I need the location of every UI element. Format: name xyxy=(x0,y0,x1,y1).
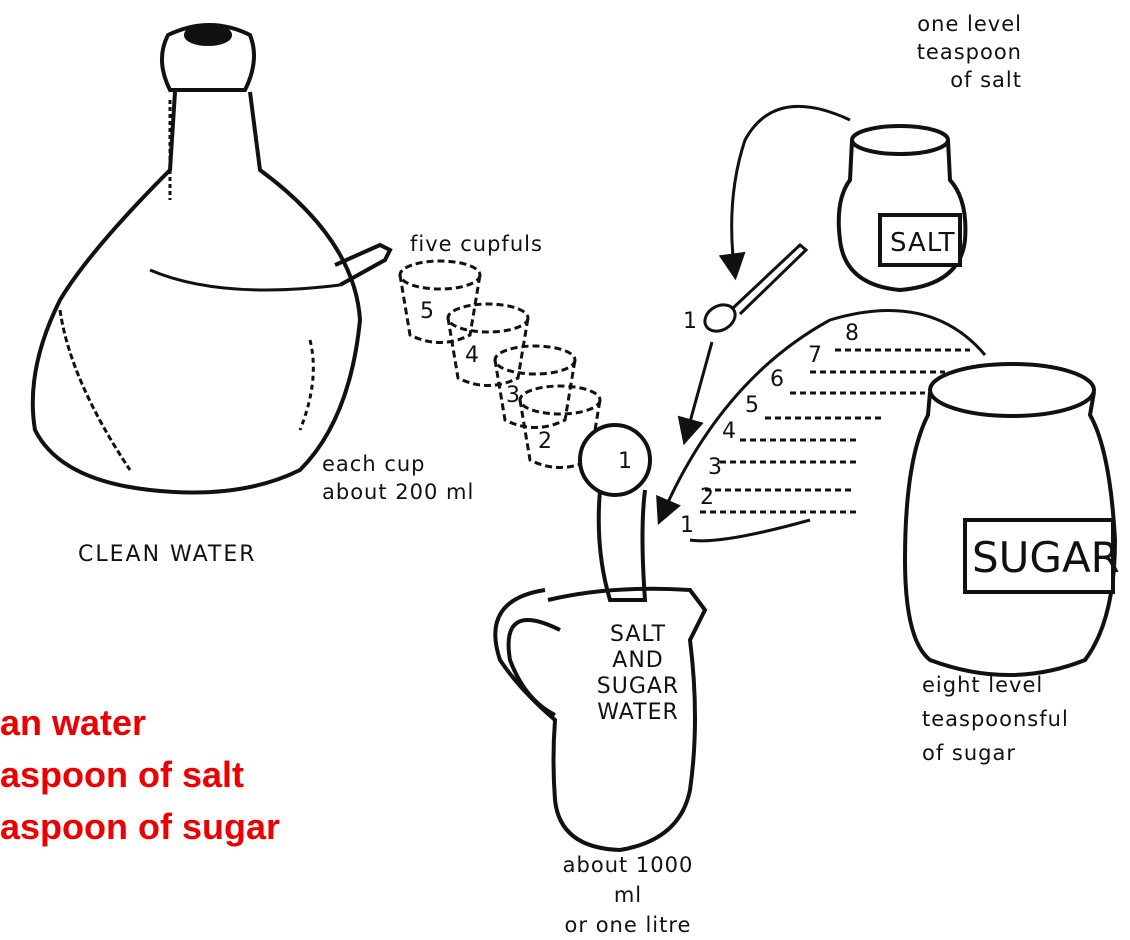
salt-jar xyxy=(839,126,966,290)
spoon-number-6: 6 xyxy=(770,367,784,392)
summary-line-1: an water xyxy=(0,702,146,744)
each-cup-line-2: about 200 ml xyxy=(322,478,474,506)
cup-number-1: 1 xyxy=(618,449,632,474)
water-bottle xyxy=(33,25,390,493)
salt-amount-line-2: teaspoon xyxy=(912,38,1022,66)
salt-amount-line-3: of salt xyxy=(912,66,1022,94)
sugar-jar-label: SUGAR xyxy=(972,533,1120,582)
jug-volume-line-1: about 1000 ml xyxy=(548,850,708,910)
spoon-number-1: 1 xyxy=(680,513,694,538)
salt-jar-label: SALT xyxy=(890,228,956,258)
spoon-number-7: 7 xyxy=(808,343,822,368)
cup-number-3: 3 xyxy=(506,383,520,408)
jug-text-line-1: SALT xyxy=(588,622,688,648)
jug-volume-line-2: or one litre xyxy=(548,910,708,940)
spoon-number-5: 5 xyxy=(745,393,759,418)
jug-text: SALT AND SUGAR WATER xyxy=(588,622,688,726)
summary-line-2: aspoon of salt xyxy=(0,754,244,796)
jug-text-line-4: WATER xyxy=(588,700,688,726)
clean-water-label: CLEAN WATER xyxy=(78,542,257,567)
sugar-amount-line-1: eight level xyxy=(922,668,1069,702)
sugar-amount-line-2: teaspoonsful xyxy=(922,702,1069,736)
spoon-number-2: 2 xyxy=(700,485,714,510)
spoon-number-4: 4 xyxy=(722,419,736,444)
five-cupfuls-label: five cupfuls xyxy=(410,230,543,258)
sugar-amount-line-3: of sugar xyxy=(922,736,1069,770)
each-cup-line-1: each cup xyxy=(322,450,474,478)
sugar-jar xyxy=(905,364,1115,675)
pouring-cup xyxy=(580,425,650,600)
spoon-number-8: 8 xyxy=(845,321,859,346)
cup-number-5: 5 xyxy=(420,299,434,324)
each-cup-label: each cup about 200 ml xyxy=(322,450,474,506)
cup-number-2: 2 xyxy=(538,429,552,454)
jug-text-line-2: AND xyxy=(588,648,688,674)
sugar-amount-label: eight level teaspoonsful of sugar xyxy=(922,668,1069,770)
salt-amount-label: one level teaspoon of salt xyxy=(912,10,1022,94)
salt-spoon-number: 1 xyxy=(683,309,697,334)
summary-line-3: aspoon of sugar xyxy=(0,806,280,848)
sugar-spoons xyxy=(690,350,970,541)
jug-text-line-3: SUGAR xyxy=(588,674,688,700)
jug-volume-label: about 1000 ml or one litre xyxy=(548,850,708,940)
teaspoon xyxy=(700,245,806,336)
spoon-numbers: 8 7 6 5 4 3 2 1 xyxy=(680,321,859,538)
cups-stack xyxy=(400,261,600,468)
salt-amount-line-1: one level xyxy=(912,10,1022,38)
spoon-number-3: 3 xyxy=(708,455,722,480)
cup-number-4: 4 xyxy=(465,343,479,368)
